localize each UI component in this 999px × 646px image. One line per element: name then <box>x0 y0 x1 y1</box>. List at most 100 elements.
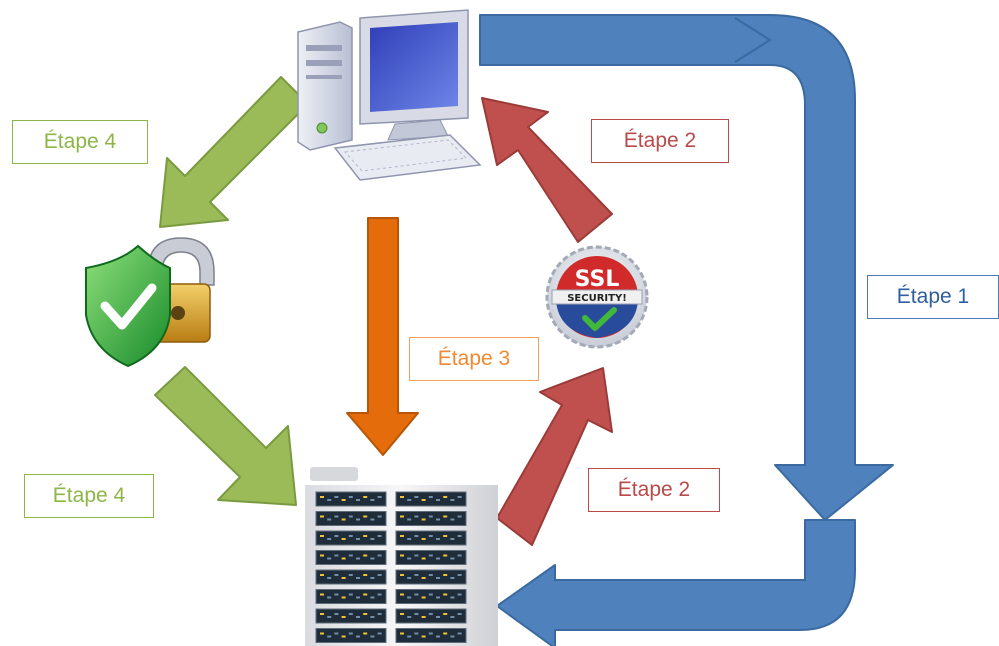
server-led <box>348 574 353 576</box>
server-led <box>377 535 382 537</box>
server-led <box>327 635 332 638</box>
server-led <box>421 499 426 501</box>
server-led <box>320 535 324 537</box>
server-unit <box>315 628 387 643</box>
server-led <box>407 616 412 618</box>
server-led <box>407 518 412 521</box>
server-led <box>334 593 339 596</box>
server-led <box>320 632 324 635</box>
server-led <box>320 574 324 576</box>
server-led <box>363 535 368 537</box>
server-led <box>428 632 433 635</box>
server-led <box>327 616 332 618</box>
server-led <box>370 577 375 579</box>
server-led <box>348 554 353 557</box>
server-unit <box>315 569 387 585</box>
server-led <box>436 499 440 501</box>
server-led <box>334 554 339 557</box>
server-unit <box>395 628 467 643</box>
server-led <box>436 616 440 618</box>
server-led <box>443 515 448 518</box>
server-led <box>356 596 360 599</box>
server-unit <box>315 530 387 546</box>
server-led <box>436 538 440 540</box>
server-led <box>421 635 426 638</box>
label-step2-bottom: Étape 2 <box>588 468 720 512</box>
server-led <box>370 499 375 501</box>
arrow-step4-bottom-green <box>154 366 297 506</box>
server-led <box>370 557 375 560</box>
server-led <box>377 593 382 596</box>
security-text: SECURITY! <box>567 293 627 304</box>
server-led <box>363 496 368 498</box>
server-led <box>414 515 419 518</box>
server-led <box>363 632 368 635</box>
label-step1: Étape 1 <box>867 275 999 319</box>
server-led <box>356 499 360 501</box>
server-unit <box>315 608 387 624</box>
server-led <box>348 535 353 537</box>
server-led <box>370 616 375 618</box>
server-led <box>414 554 419 557</box>
server-led <box>334 574 339 576</box>
server-led <box>407 557 412 560</box>
server-led <box>348 593 353 596</box>
server-led <box>348 496 353 498</box>
server-led <box>334 613 339 615</box>
arrow-step3-orange <box>346 217 419 456</box>
arrow-step1-notch <box>734 17 772 63</box>
server-led <box>407 499 412 501</box>
server-led <box>363 613 368 615</box>
server-led <box>341 577 346 579</box>
server-led <box>414 593 419 596</box>
server-led <box>370 518 375 521</box>
server-led <box>407 577 412 579</box>
server-led <box>320 593 324 596</box>
server-led <box>348 515 353 518</box>
server-led <box>356 518 360 521</box>
server-led <box>428 535 433 537</box>
server-unit <box>395 589 467 604</box>
server-led <box>450 538 455 540</box>
server-unit <box>395 569 467 585</box>
server-unit <box>315 511 387 526</box>
server-led <box>377 632 382 635</box>
server-led <box>428 554 433 557</box>
server-led <box>421 616 426 618</box>
arrow-step1-blue <box>479 14 894 521</box>
server-led <box>320 496 324 498</box>
server-rack-icon <box>305 467 498 646</box>
arrow-step4-top-green <box>159 76 309 228</box>
server-led <box>370 596 375 599</box>
server-led <box>377 613 382 615</box>
shield-padlock-icon <box>85 237 215 368</box>
server-led <box>334 535 339 537</box>
arrow-step2-bottom-red <box>496 367 613 546</box>
server-led <box>327 538 332 540</box>
server-led <box>334 496 339 498</box>
server-led <box>341 635 346 638</box>
server-led <box>450 635 455 638</box>
server-led <box>341 557 346 560</box>
server-led <box>327 499 332 501</box>
server-led <box>356 538 360 540</box>
server-led <box>443 613 448 615</box>
server-led <box>400 554 404 557</box>
server-led <box>377 496 382 498</box>
server-led <box>428 574 433 576</box>
server-led <box>363 554 368 557</box>
server-led <box>327 518 332 521</box>
server-led <box>341 538 346 540</box>
server-led <box>414 496 419 498</box>
server-led <box>363 515 368 518</box>
server-led <box>457 535 462 537</box>
server-led <box>377 574 382 576</box>
label-step4-top: Étape 4 <box>12 120 148 164</box>
server-led <box>414 632 419 635</box>
server-led <box>450 557 455 560</box>
server-led <box>341 596 346 599</box>
server-led <box>320 554 324 557</box>
server-led <box>436 577 440 579</box>
server-led <box>400 632 404 635</box>
